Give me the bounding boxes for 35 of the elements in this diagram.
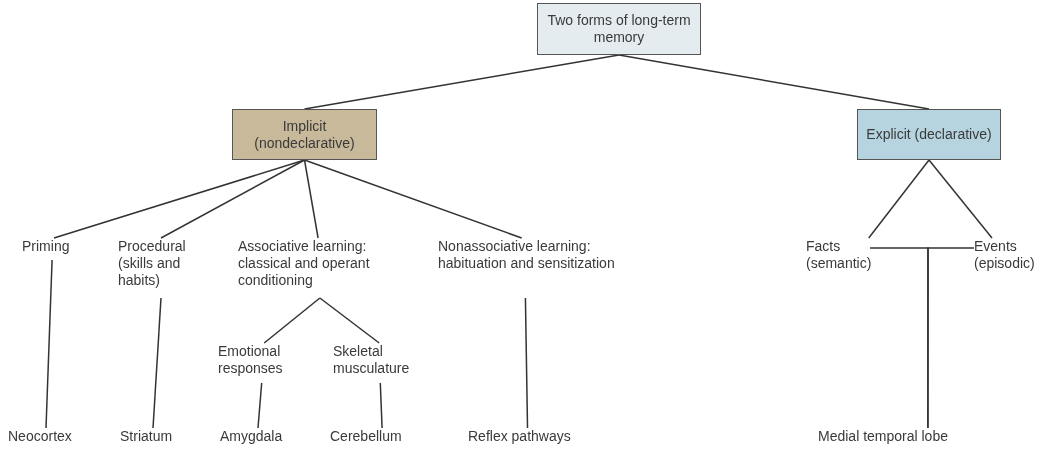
memory-type-label: Skeletal musculature: [333, 343, 411, 377]
connector-line: [152, 297, 162, 429]
category-box: [537, 3, 701, 55]
memory-type-label: Medial temporal lobe: [818, 428, 949, 445]
connector-line: [263, 297, 321, 344]
box-label: Two forms of long-term memory: [546, 12, 692, 46]
connector-line: [160, 159, 306, 239]
memory-type-label: Striatum: [120, 428, 174, 445]
memory-type-label: Associative learning: classical and operant conditioning: [238, 238, 371, 289]
memory-type-label: Neocortex: [8, 428, 73, 445]
box-label: Implicit (nondeclarative): [253, 117, 356, 152]
category-box: [232, 109, 377, 160]
connector-line: [867, 159, 930, 239]
memory-type-label: Events (episodic): [974, 238, 1036, 272]
connector-line: [303, 54, 620, 110]
connector-line: [303, 159, 523, 239]
memory-type-label: Facts (semantic): [806, 238, 870, 272]
connector-line: [927, 247, 975, 429]
category-box: [857, 109, 1001, 160]
memory-type-label: Priming: [22, 238, 71, 255]
connector-line: [45, 259, 53, 429]
connector-line: [524, 297, 529, 429]
memory-type-label: Reflex pathways: [468, 428, 572, 445]
memory-type-label: Amygdala: [220, 428, 284, 445]
connector-line: [379, 382, 383, 429]
connector-line: [618, 54, 930, 110]
box-label: Explicit (declarative): [866, 126, 992, 143]
connector-line: [928, 159, 993, 239]
connector-line: [303, 159, 319, 239]
memory-type-label: Procedural (skills and habits): [118, 238, 187, 289]
memory-type-label: Cerebellum: [330, 428, 403, 445]
connector-line: [257, 382, 263, 429]
connector-line: [319, 297, 380, 344]
memory-type-label: Nonassociative learning: habituation and sensitization: [438, 238, 616, 272]
memory-type-label: Emotional responses: [218, 343, 284, 377]
